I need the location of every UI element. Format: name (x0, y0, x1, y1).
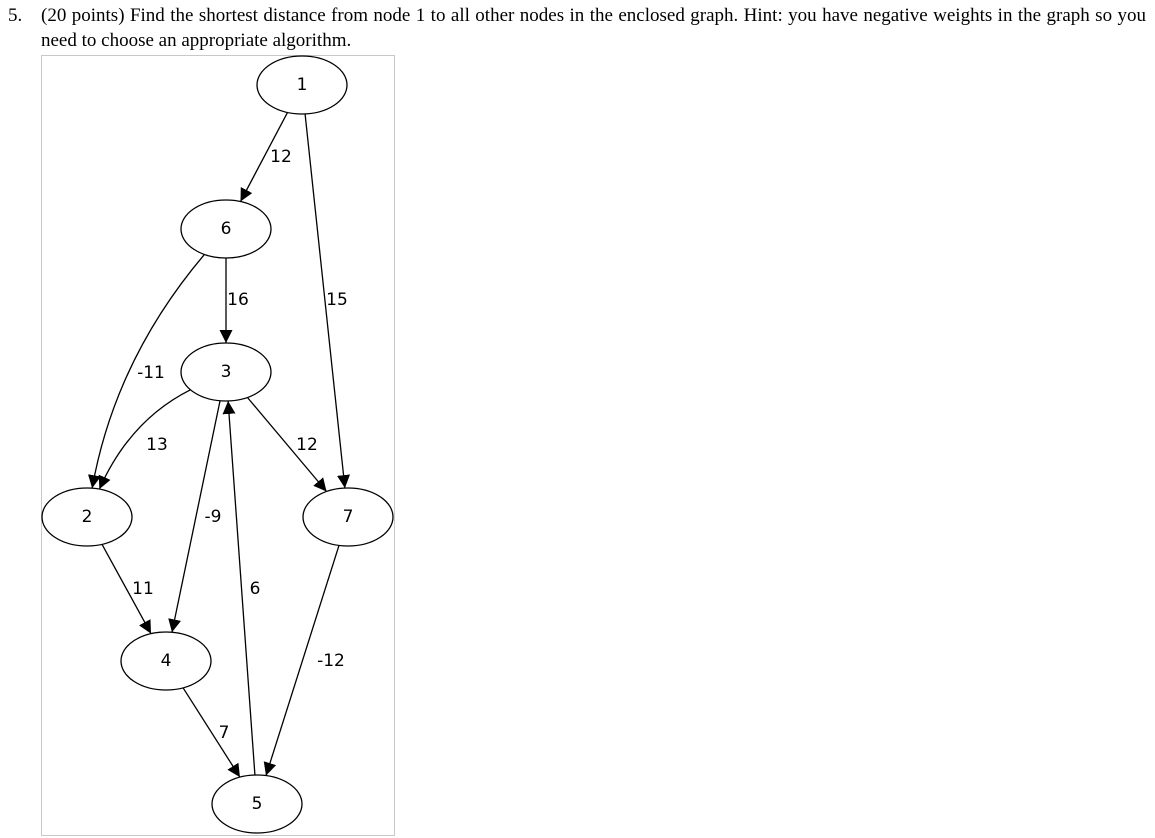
edge-arrow-3-to-4 (168, 400, 221, 633)
node-ellipse (180, 199, 272, 259)
edge-arrow-3-to-2 (98, 389, 191, 490)
edge-weight-label: 11 (132, 579, 154, 599)
node-ellipse (41, 487, 133, 547)
edge-arrow-1-to-7 (304, 113, 351, 489)
node-ellipse (120, 631, 212, 691)
edge-1-to-7: 15 (304, 113, 351, 489)
edge-arrow-3-to-7 (246, 397, 328, 492)
edge-6-to-2: -11 (88, 254, 205, 489)
edge-weight-label: 12 (296, 435, 318, 455)
edge-3-to-2: 13 (98, 389, 191, 490)
node-3: 3 (180, 342, 272, 402)
node-label: 7 (343, 507, 354, 527)
node-5: 5 (211, 774, 303, 834)
problem-number: 5. (8, 5, 23, 26)
edge-6-to-3: 16 (219, 258, 249, 343)
edge-arrow-1-to-6 (239, 112, 289, 202)
edge-arrow-5-to-3 (222, 400, 256, 776)
edge-weight-label: 15 (326, 290, 348, 310)
node-ellipse (256, 55, 348, 115)
graph-figure (41, 55, 395, 836)
edge-4-to-5: 7 (182, 687, 241, 778)
node-ellipse (302, 487, 394, 547)
edge-3-to-4: -9 (168, 400, 222, 633)
edge-2-to-4: 11 (101, 544, 154, 634)
node-label: 3 (221, 362, 232, 382)
edge-1-to-6: 12 (239, 112, 292, 202)
node-label: 4 (161, 651, 172, 671)
node-label: 5 (252, 794, 263, 814)
node-ellipse (211, 774, 303, 834)
edge-weight-label: -9 (205, 507, 222, 527)
edge-weight-label: 12 (270, 147, 292, 167)
node-ellipse (180, 342, 272, 402)
edge-7-to-5: -12 (263, 545, 345, 776)
node-6: 6 (180, 199, 272, 259)
edge-3-to-7: 12 (246, 397, 328, 492)
node-label: 6 (221, 219, 232, 239)
edge-weight-label: -11 (137, 363, 165, 383)
edges-layer: 12 15 16 -11 13 12 -9 11 6 -12 7 (88, 112, 351, 778)
edge-weight-label: 6 (250, 579, 261, 599)
node-label: 1 (297, 75, 308, 95)
node-4: 4 (120, 631, 212, 691)
edge-weight-label: 7 (219, 723, 230, 743)
node-label: 2 (82, 507, 93, 527)
edge-5-to-3: 6 (222, 400, 261, 776)
edge-arrow-6-to-2 (88, 254, 205, 489)
edge-arrow-4-to-5 (182, 687, 241, 778)
edge-weight-label: -12 (317, 651, 345, 671)
edge-weight-label: 13 (146, 435, 168, 455)
problem-text: (20 points) Find the shortest distance f… (41, 5, 1146, 51)
edge-arrow-7-to-5 (263, 545, 340, 776)
edge-arrow-2-to-4 (101, 544, 152, 634)
node-7: 7 (302, 487, 394, 547)
edge-weight-label: 16 (227, 290, 249, 310)
node-1: 1 (256, 55, 348, 115)
node-2: 2 (41, 487, 133, 547)
